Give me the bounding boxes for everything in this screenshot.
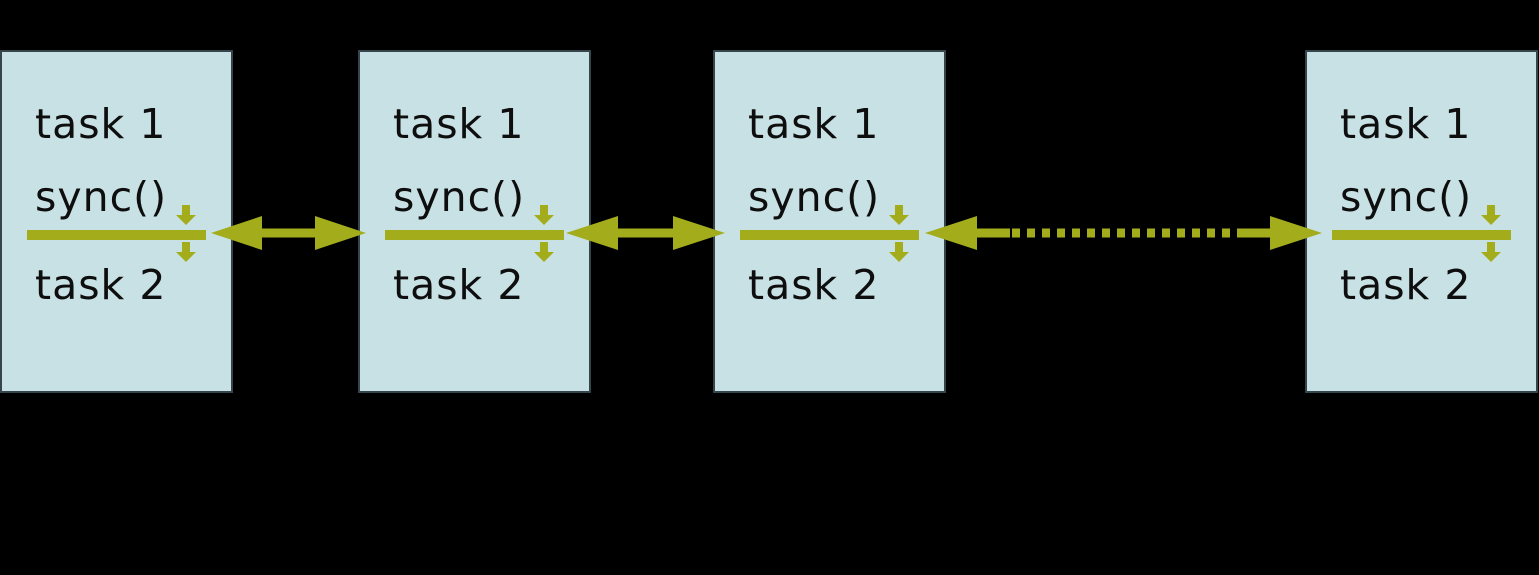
- process-box-1: task 1 sync() task 2: [0, 50, 233, 393]
- process-box-2: task 1 sync() task 2: [358, 50, 591, 393]
- sync-connector-arrow-1: [211, 216, 366, 250]
- down-arrow-out-of-barrier-icon: [534, 242, 554, 262]
- barrier-bar: [385, 230, 564, 240]
- task1-label: task 1: [1340, 100, 1472, 148]
- task2-label: task 2: [393, 261, 525, 309]
- down-arrow-into-barrier-icon: [1481, 205, 1501, 225]
- sync-call-label: sync(): [748, 173, 881, 221]
- down-arrow-out-of-barrier-icon: [889, 242, 909, 262]
- process-box-3: task 1 sync() task 2: [713, 50, 946, 393]
- down-arrow-into-barrier-icon: [889, 205, 909, 225]
- down-arrow-out-of-barrier-icon: [176, 242, 196, 262]
- down-arrow-into-barrier-icon: [176, 205, 196, 225]
- down-arrow-into-barrier-icon: [534, 205, 554, 225]
- barrier-bar: [740, 230, 919, 240]
- sync-call-label: sync(): [1340, 173, 1473, 221]
- task1-label: task 1: [393, 100, 525, 148]
- down-arrow-out-of-barrier-icon: [1481, 242, 1501, 262]
- sync-call-label: sync(): [393, 173, 526, 221]
- task1-label: task 1: [35, 100, 167, 148]
- sync-connector-arrow-2: [566, 216, 725, 250]
- dashed-sync-connector-arrow: [925, 216, 1322, 250]
- sync-call-label: sync(): [35, 173, 168, 221]
- task2-label: task 2: [35, 261, 167, 309]
- process-box-4: task 1 sync() task 2: [1305, 50, 1538, 393]
- task2-label: task 2: [748, 261, 880, 309]
- barrier-bar: [1332, 230, 1511, 240]
- task2-label: task 2: [1340, 261, 1472, 309]
- task1-label: task 1: [748, 100, 880, 148]
- barrier-bar: [27, 230, 206, 240]
